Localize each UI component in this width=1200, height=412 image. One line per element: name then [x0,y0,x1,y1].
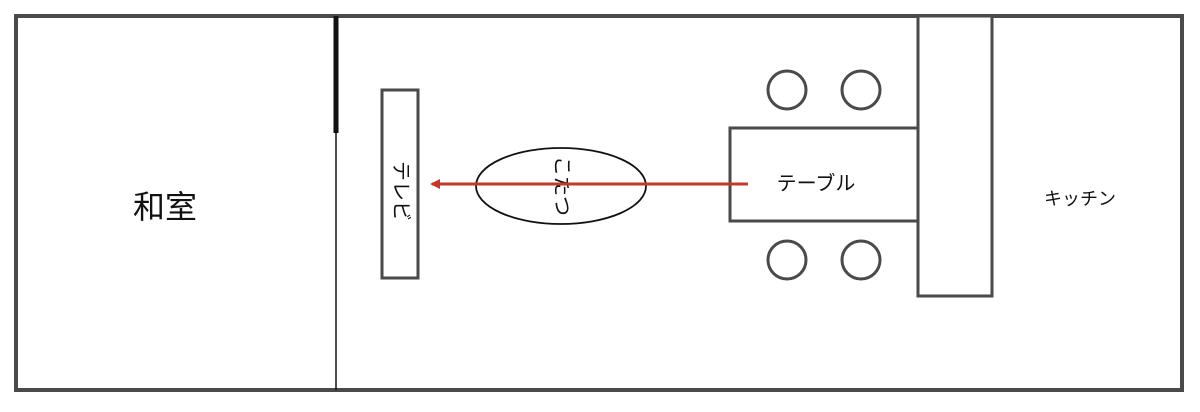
room-label-kitchen: キッチン [1044,189,1116,210]
table-shape [728,126,920,223]
chair-bottom-right [840,239,882,281]
table-label: テーブル [777,171,856,195]
chair-bottom-left [766,239,808,281]
tv-shape [380,88,420,280]
tv-label: テレビ [390,161,414,221]
chair-top-left [766,69,808,111]
kotatsu-label: こたつ [551,156,575,216]
kotatsu-shape [475,147,647,225]
room-label-washitsu: 和室 [133,188,197,226]
chair-top-right [840,69,882,111]
kitchen-counter [916,14,994,298]
